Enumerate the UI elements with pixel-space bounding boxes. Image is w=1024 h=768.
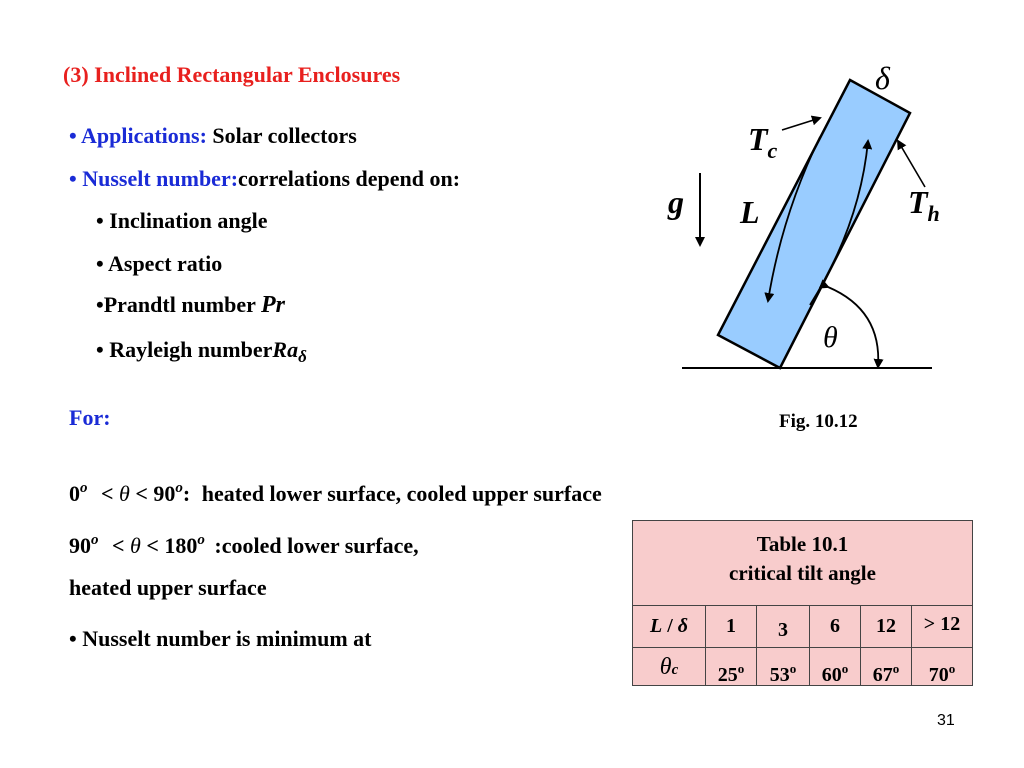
applications-text: Solar collectors — [212, 123, 357, 148]
bullet-dot: • — [96, 337, 104, 362]
cond2-lt: < — [112, 533, 125, 558]
cond2-high-deg: o — [197, 532, 205, 548]
condition-2: 90o < θ < 180o :cooled lower surface, — [69, 532, 419, 559]
bullet-dot: • — [96, 251, 104, 276]
cond1-lt: < — [101, 481, 114, 506]
th-pointer — [896, 139, 926, 188]
bullet-dot: • — [69, 166, 77, 191]
inclined-enclosure-figure: δ Tc Th g L θ — [667, 60, 940, 370]
applications-label: Applications: — [81, 123, 207, 148]
table-row-divider — [633, 647, 972, 648]
cond1-lt2: < — [135, 481, 148, 506]
table-cell-ratio: 6 — [809, 606, 860, 647]
bullet-nusselt: • Nusselt number:correlations depend on: — [69, 166, 460, 192]
inclination-text: Inclination angle — [109, 208, 268, 233]
bullet-nusselt-minimum: • Nusselt number is minimum at — [69, 626, 372, 652]
page-title: (3) Inclined Rectangular Enclosures — [63, 62, 401, 87]
table-title: Table 10.1 — [756, 532, 849, 556]
page-number: 31 — [937, 712, 955, 729]
cond2-colon: : — [214, 533, 222, 558]
aspect-text: Aspect ratio — [108, 251, 223, 276]
bullet-dot: • — [96, 208, 104, 233]
condition-2-cont: heated upper surface — [69, 575, 267, 600]
bullet-dot: • — [96, 292, 104, 317]
nusselt-text: correlations depend on: — [238, 166, 461, 191]
table-row-label-theta: θc — [659, 654, 679, 680]
rayleigh-subscript: δ — [298, 347, 307, 366]
g-label: g — [667, 184, 684, 220]
length-label: L — [739, 194, 760, 230]
table-cell-angle: 70o — [911, 648, 972, 686]
cond1-high-deg: o — [175, 480, 183, 496]
prandtl-symbol: Pr — [260, 292, 285, 318]
cond1-colon: : — [182, 481, 191, 506]
critical-tilt-table: Table 10.1 critical tilt angle L / δ θc … — [632, 520, 973, 686]
bullet-applications: • Applications: Solar collectors — [69, 123, 357, 149]
sub-bullet-rayleigh: • Rayleigh numberRaδ — [96, 337, 307, 367]
rayleigh-text: Rayleigh number — [109, 337, 273, 362]
theta-label: θ — [823, 321, 838, 354]
cond2-low: 90 — [69, 533, 91, 558]
table-row-label-aspect: L / δ — [649, 615, 689, 637]
bullet-dot: • — [69, 123, 77, 148]
sub-bullet-prandtl: •Prandtl number Pr — [96, 292, 285, 319]
table-header: Table 10.1 critical tilt angle — [633, 521, 972, 606]
table-cell-ratio: 3 — [756, 606, 809, 647]
prandtl-text: Prandtl number — [103, 292, 256, 317]
cond1-theta: θ — [119, 481, 130, 506]
th-label: Th — [908, 184, 940, 226]
cond2-text: cooled lower surface, — [221, 533, 419, 558]
table-cell-angle: 60o — [809, 648, 860, 686]
cond2-low-deg: o — [91, 532, 99, 548]
cond1-low-deg: o — [80, 480, 88, 496]
sub-bullet-aspect: • Aspect ratio — [96, 251, 222, 277]
downflow-arrow — [764, 136, 821, 303]
table-cell-ratio: 1 — [705, 606, 756, 647]
figure-caption: Fig. 10.12 — [779, 411, 858, 432]
cond2-high: 180 — [164, 533, 198, 558]
condition-1: 0o < θ < 90o: heated lower surface, cool… — [69, 480, 602, 507]
table-cell-angle: 53o — [756, 648, 809, 686]
table-subtitle: critical tilt angle — [729, 561, 876, 585]
tc-label: Tc — [748, 121, 778, 163]
nusselt-label: Nusselt number: — [82, 166, 239, 191]
bullet-dot: • — [69, 626, 77, 651]
table-cell-angle: 25o — [705, 648, 756, 686]
nusselt-minimum-text: Nusselt number is minimum at — [82, 626, 372, 651]
table-cell-ratio: 12 — [860, 606, 911, 647]
table-cell-ratio: > 12 — [911, 606, 972, 647]
delta-label: δ — [875, 60, 891, 96]
cond1-text: heated lower surface, cooled upper surfa… — [201, 481, 602, 506]
for-label: For: — [69, 405, 111, 430]
table-cell-angle: 67o — [860, 648, 911, 686]
cond2-lt2: < — [146, 533, 159, 558]
cond1-high: 90 — [153, 481, 176, 506]
theta-arc — [818, 279, 884, 369]
cond1-low: 0 — [69, 481, 80, 506]
rayleigh-symbol: Ra — [272, 337, 299, 362]
sub-bullet-inclination: • Inclination angle — [96, 208, 268, 234]
tc-pointer — [781, 115, 822, 131]
cond2-theta: θ — [130, 533, 141, 558]
